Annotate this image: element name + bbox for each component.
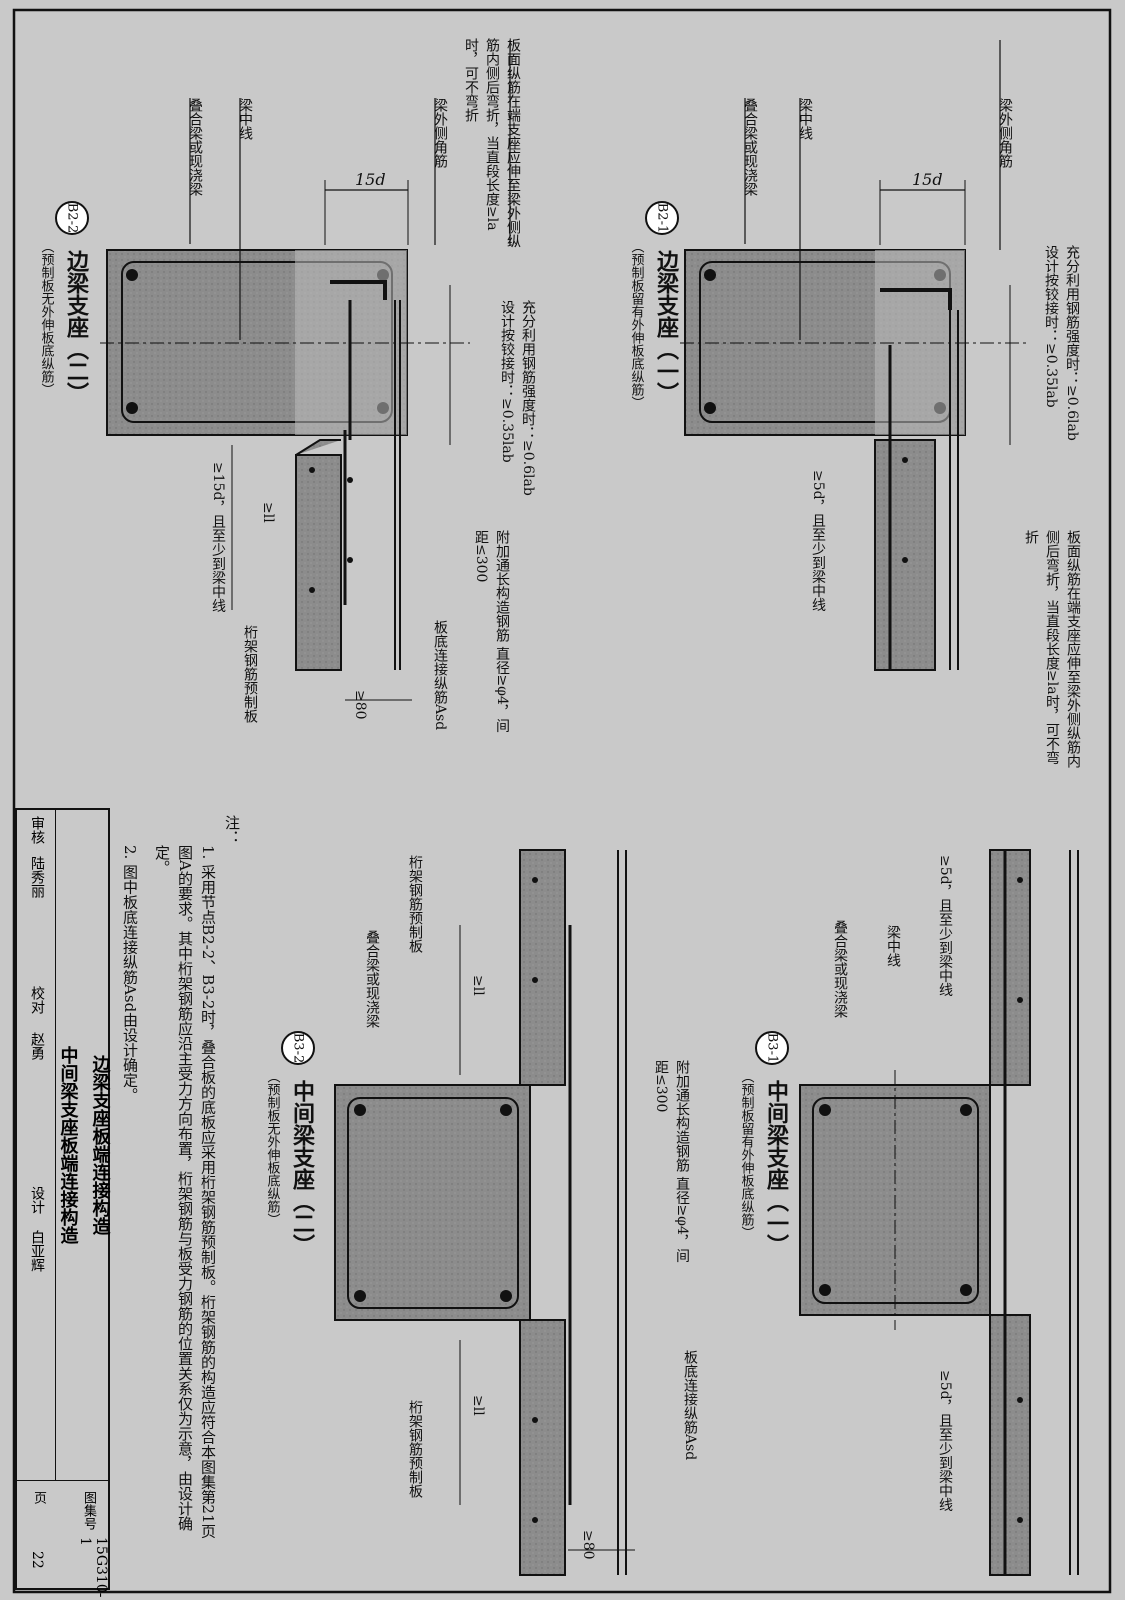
designer-name: 白亚辉	[29, 1230, 45, 1272]
note-2: 2. 图中板底连接纵筋Asd由设计确定。	[121, 845, 139, 1103]
detail-subtitle: （预制板无外伸板底纵筋）	[265, 1070, 281, 1226]
sheet-border	[12, 8, 1112, 1594]
label-truss-slab: 桁架钢筋预制板	[242, 625, 258, 723]
reviewer-name: 陆秀丽	[29, 856, 45, 898]
label-truss-slab-right: 桁架钢筋预制板	[407, 1400, 423, 1498]
label-laminated-beam: 叠合梁或现浇梁	[742, 98, 758, 196]
label-beam-centerline: 梁中线	[885, 925, 901, 967]
label-laminated-beam: 叠合梁或现浇梁	[832, 920, 848, 1018]
page-label: 页	[31, 1491, 46, 1504]
detail-badge: B3-2	[291, 1033, 306, 1064]
atlas-number: 15G310-1	[77, 1537, 109, 1598]
check-label: 校对	[29, 986, 45, 1014]
detail-subtitle: （预制板留有外伸板底纵筋）	[629, 240, 645, 409]
label-embed-ll-left: ≥ll	[470, 975, 486, 996]
review-label: 审核	[29, 816, 45, 844]
label-laminated-beam: 叠合梁或现浇梁	[364, 930, 380, 1028]
drawing-title-2: 中间梁支座板端连接构造	[57, 1046, 79, 1244]
detail-title: 中间梁支座（一）	[763, 1080, 790, 1256]
detail-title: 边梁支座（一）	[653, 250, 680, 404]
note-1: 1. 采用节点B2-2、B3-2时，叠合板的底板应采用桁架钢筋预制板。桁架钢筋的…	[153, 845, 217, 1539]
label-top-bar-note: 板面纵筋在端支座应伸至梁外侧纵筋内侧后弯折，当直段长度≥la时，可不弯折	[463, 38, 521, 248]
label-embed-ll: ≥ll	[260, 502, 276, 523]
design-label: 设计	[29, 1186, 45, 1214]
atlas-cell: 图集号 15G310-1 页 22	[17, 1480, 110, 1597]
dim-15d: 15d	[912, 170, 943, 189]
atlas-label: 图集号	[81, 1491, 96, 1530]
label-bottom-bar: 板底连接纵筋Asd	[682, 1350, 698, 1460]
precast-slab	[295, 454, 342, 671]
label-embed-ll-right: ≥ll	[470, 1395, 486, 1416]
dim-80: ≥80	[580, 1530, 596, 1560]
label-beam-outer-corner-bar: 梁外侧角筋	[997, 98, 1013, 169]
page-number: 22	[29, 1551, 45, 1569]
detail-b2-1: B2-1 边梁支座（一） （预制板留有外伸板底纵筋） 叠合梁或现浇梁 梁中线 梁…	[629, 40, 1081, 768]
label-laminated-beam: 叠合梁或现浇梁	[187, 98, 203, 196]
detail-subtitle: （预制板留有外伸板底纵筋）	[739, 1070, 755, 1239]
detail-b3-2: B3-2 中间梁支座（二） （预制板无外伸板底纵筋） 桁架钢筋预制板 叠合梁或现…	[265, 849, 698, 1576]
label-anchorage-note: 充分利用钢筋强度时：≥0.6lab 设计按铰接时：≥0.35lab	[499, 300, 536, 496]
label-truss-slab-left: 桁架钢筋预制板	[407, 855, 423, 953]
detail-subtitle: （预制板无外伸板底纵筋）	[39, 240, 55, 396]
detail-badge: B3-1	[765, 1033, 780, 1064]
detail-b2-2: B2-2 边梁支座（二） （预制板无外伸板底纵筋） 叠合梁或现浇梁 梁中线 梁外…	[39, 38, 537, 733]
dim-80: ≥80	[352, 690, 368, 720]
label-beam-outer-corner-bar: 梁外侧角筋	[432, 98, 448, 169]
label-embed-5d: ≥5d，且至少到梁中线	[810, 470, 826, 612]
notes-head: 注：	[223, 815, 241, 845]
precast-slab	[874, 439, 936, 671]
label-anchorage-note: 充分利用钢筋强度时：≥0.6lab 设计按铰接时：≥0.35lab	[1043, 245, 1080, 441]
title-block-main: 边梁支座板端连接构造 中间梁支座板端连接构造	[55, 810, 111, 1480]
detail-badge: B2-2	[65, 203, 80, 234]
detail-title: 中间梁支座（二）	[289, 1080, 316, 1256]
label-beam-centerline: 梁中线	[797, 98, 813, 140]
signature-row: 审核 陆秀丽 校对 赵勇 设计 白亚辉	[17, 810, 55, 1480]
dim-15d: 15d	[355, 170, 386, 189]
label-beam-centerline: 梁中线	[237, 98, 253, 140]
label-top-bar-note: 板面纵筋在端支座应伸至梁外侧纵筋内侧后弯折，当直段长度≥la时，可不弯折	[1023, 530, 1081, 768]
label-embed-5d-right: ≥5d，且至少到梁中线	[937, 1370, 953, 1512]
label-embed-5d-left: ≥5d，且至少到梁中线	[937, 855, 953, 997]
checker-name: 赵勇	[29, 1032, 45, 1060]
title-block: 边梁支座板端连接构造 中间梁支座板端连接构造 审核 陆秀丽 校对 赵勇 设计 白…	[15, 808, 111, 1597]
label-embed-15d: ≥15d，且至少到梁中线	[210, 462, 226, 613]
detail-badge: B2-1	[655, 203, 670, 234]
detail-b3-1: B3-1 中间梁支座（一） （预制板留有外伸板底纵筋） ≥5d，且至少到梁中线 …	[739, 849, 1079, 1576]
beam-section	[334, 1084, 531, 1321]
label-bottom-bar: 板底连接纵筋Asd	[432, 620, 448, 730]
label-extra-bar: 附加通长构造钢筋 直径≥φ4，间距≤300	[473, 530, 510, 733]
detail-title: 边梁支座（二）	[63, 250, 90, 404]
drawing-title-1: 边梁支座板端连接构造	[89, 1055, 111, 1235]
label-extra-bar: 附加通长构造钢筋 直径≥φ4，间距≤300	[653, 1060, 690, 1263]
